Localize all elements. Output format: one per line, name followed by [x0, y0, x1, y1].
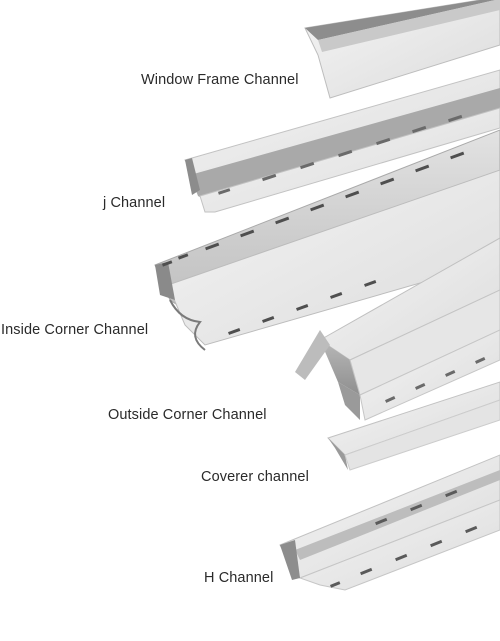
j-channel-label: j Channel: [103, 195, 166, 211]
outside-corner-channel-label: Outside Corner Channel: [108, 407, 267, 423]
coverer-channel-label: Coverer channel: [201, 469, 309, 485]
h-channel-profile: [279, 454, 500, 591]
coverer-channel-profile: [327, 381, 500, 471]
j-channel-profile: [184, 69, 500, 213]
inside-corner-channel-label: Inside Corner Channel: [1, 322, 149, 338]
h-channel-label: H Channel: [204, 570, 274, 586]
window-frame-channel-profile: [304, 0, 500, 99]
inside-corner-channel-profile: [154, 129, 500, 351]
outside-corner-channel-profile: [295, 237, 500, 421]
window-frame-channel-label: Window Frame Channel: [141, 72, 299, 88]
